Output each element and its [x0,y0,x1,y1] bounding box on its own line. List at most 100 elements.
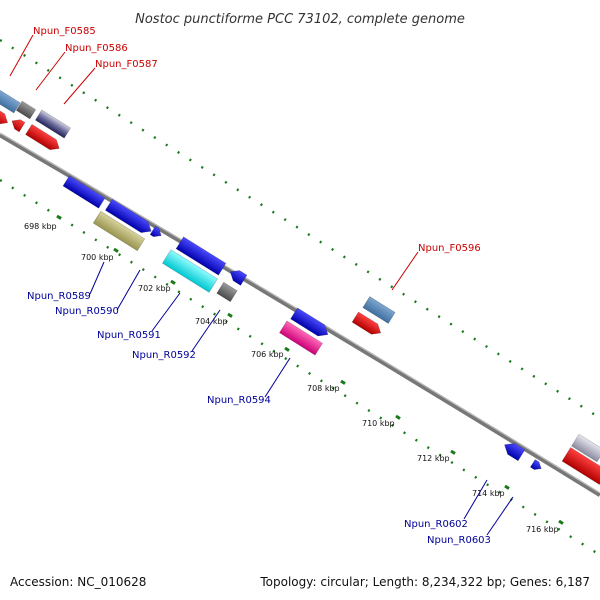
gene-arrow-red [0,107,9,125]
gene-label-f0596[interactable]: Npun_F0596 [418,243,481,254]
gene-label-r0603[interactable]: Npun_R0603 [427,535,491,546]
leader-f0586 [35,51,66,91]
track-dot [366,270,370,274]
track-dot [82,91,86,95]
gene-label-r0602[interactable]: Npun_R0602 [404,519,468,530]
track-dot [284,357,288,361]
track-dot [224,180,228,184]
gene-block-f0585 [0,88,21,114]
track-dot [425,307,429,311]
gene-label-r0590[interactable]: Npun_R0590 [55,306,119,317]
track-dot [177,290,181,294]
gene-block-blue-shape [290,307,329,337]
tick-mark [450,449,456,455]
track-dot [189,297,193,301]
gene-label-r0589[interactable]: Npun_R0589 [27,291,91,302]
track-dot [94,98,98,102]
track-dot [165,282,169,286]
leader-r0603 [486,496,514,536]
gene-block-silver-shape [571,433,600,463]
track-dot [200,165,204,169]
tick-mark [340,379,346,385]
track-dot [474,475,478,479]
track-dot [461,330,465,334]
track-dot [260,342,264,346]
forward-gene-labels: Npun_F0585 Npun_F0586 Npun_F0587 Npun_F0… [33,26,481,254]
track-dot [283,218,287,222]
track-dot [165,143,169,147]
track-dot [236,327,240,331]
track-dot [567,397,571,401]
track-dot [213,312,217,316]
gene-block-gray [216,281,238,303]
gene-block-blue [290,307,329,337]
tick-mark [170,279,176,285]
track-dot [331,247,334,252]
gene-block-r0591-shape [175,236,227,276]
track-dot [11,46,15,50]
track-dot [331,386,335,390]
leader-r0602 [463,479,488,520]
reverse-gene-labels: Npun_R0589 Npun_R0590 Npun_R0591 Npun_R0… [27,291,491,546]
track-dot [0,178,3,183]
gene-label-f0586[interactable]: Npun_F0586 [65,43,128,54]
track-dot [390,285,394,289]
tick-label: 698 kbp [24,222,57,231]
gene-arrow-blue [504,443,526,462]
track-dot [188,158,192,162]
track-dot [414,438,418,442]
track-dot [462,468,466,472]
track-dot [307,233,311,237]
gene-arrow-red-shape [25,123,60,151]
track-dot [153,275,157,279]
gene-arrow-red [25,123,60,151]
track-dot [296,364,300,368]
track-dot [23,193,27,197]
gene-label-f0587[interactable]: Npun_F0587 [95,59,158,70]
track-dot [271,210,275,214]
tick-mark [395,414,401,420]
gene-arrow-small [529,459,542,470]
track-dot [520,367,524,371]
track-dot [46,208,50,212]
leader-f0587 [63,67,96,105]
gene-label-r0594[interactable]: Npun_R0594 [207,395,271,406]
track-dot [355,401,359,405]
leader-r0590 [116,269,141,311]
tick-label: 704 kbp [195,317,228,326]
tick-mark [113,247,119,253]
gene-label-f0585[interactable]: Npun_F0585 [33,26,96,37]
tick-label: 710 kbp [362,419,395,428]
track-dot [367,409,371,413]
gene-block-blue [104,198,152,233]
gene-label-r0592[interactable]: Npun_R0592 [132,350,196,361]
track-dot [485,344,488,349]
gene-block-f0585-shape [0,88,21,114]
gene-block-r0591 [175,236,227,276]
tick-mark [56,214,62,220]
gene-arrow-blue-shape [504,443,526,462]
gene-block-f0587-shape [34,109,72,139]
gene-features [0,88,600,485]
track-dot [224,319,228,324]
track-dot [342,255,346,259]
label-leaders [9,34,514,536]
track-dot [248,195,252,199]
track-dot [248,334,252,338]
gene-label-r0591[interactable]: Npun_R0591 [97,330,161,341]
gene-arrow-small-shape [149,225,162,238]
track-dot [354,262,358,266]
track-dot [129,121,133,125]
track-dot [141,128,145,132]
gene-block-silver [571,433,600,463]
track-dot [403,431,406,435]
track-dot [319,240,323,244]
track-dot [34,61,38,65]
gene-block-f0596-shape [362,296,396,324]
track-dot [449,322,453,326]
track-dot [118,253,122,257]
track-dot [70,223,74,227]
track-dot [308,371,312,375]
track-dot [473,337,477,341]
